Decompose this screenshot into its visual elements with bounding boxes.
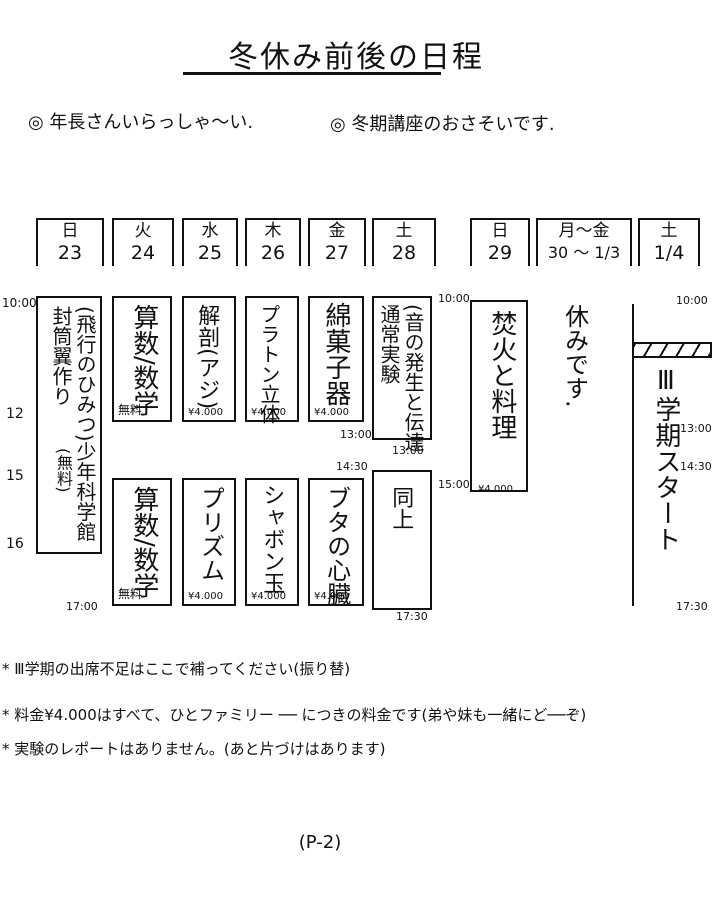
footnote: * 料金¥4.000はすべて、ひとファミリー ── につきの料金です(弟や妹も一… bbox=[2, 706, 587, 724]
event-title: 綿菓子器 bbox=[320, 302, 351, 406]
event-box-28-pm: 同上 bbox=[372, 470, 432, 610]
event-box-26-am: プラトン立体 ¥4.000 bbox=[245, 296, 299, 424]
event-title: (音の発生と伝達 bbox=[401, 304, 425, 452]
time-label: 17:00 bbox=[66, 600, 98, 613]
page-title: 冬休み前後の日程 bbox=[228, 40, 484, 75]
title-underline bbox=[183, 72, 441, 75]
time-label: 17:30 bbox=[396, 610, 428, 623]
event-title: 同上 bbox=[388, 486, 414, 530]
event-price: ¥4.000 bbox=[478, 484, 513, 495]
time-label: 17:30 bbox=[676, 600, 708, 613]
time-label: 14:30 bbox=[336, 460, 368, 473]
event-title: 焚火と料理 bbox=[486, 310, 517, 440]
event-box-23: (飛行のひみつ)少年科学館 封筒翼作り (無料) bbox=[36, 296, 102, 554]
event-price: ¥4.000 bbox=[188, 591, 223, 602]
event-title: ブタの心臓 bbox=[322, 486, 351, 606]
event-title: プラトン立体 bbox=[257, 304, 281, 424]
event-price: (無料) bbox=[54, 448, 73, 493]
time-label: 10:00 bbox=[2, 296, 37, 310]
event-box-25-pm: プリズム ¥4.000 bbox=[182, 478, 236, 606]
event-title: 算数/数学 bbox=[128, 486, 159, 599]
time-label: 16 bbox=[6, 536, 24, 552]
page-number: (P-2) bbox=[298, 832, 342, 853]
event-box-25-am: 解剖(アジ) ¥4.000 bbox=[182, 296, 236, 422]
note-left: ◎ 年長さんいらっしゃ〜い. bbox=[28, 112, 254, 133]
event-title: 解剖(アジ) bbox=[194, 304, 220, 410]
footnote: * Ⅲ学期の出席不足はここで補ってください(振り替) bbox=[2, 660, 351, 678]
event-price: ¥4.000 bbox=[251, 591, 286, 602]
event-title: (飛行のひみつ)少年科学館 bbox=[73, 306, 97, 542]
note-right: ◎ 冬期講座のおさそいです. bbox=[330, 114, 555, 135]
event-price: ¥4.000 bbox=[314, 407, 349, 418]
event-box-27-pm: ブタの心臓 ¥4.000 bbox=[308, 478, 364, 606]
time-label: 10:00 bbox=[676, 294, 708, 307]
time-label: 13:00 bbox=[340, 428, 372, 441]
event-title: シャボン玉 bbox=[259, 484, 285, 594]
event-box-29: 焚火と料理 bbox=[470, 300, 528, 492]
time-label: 10:00 bbox=[438, 292, 470, 305]
footnote: * 実験のレポートはありません。(あと片づけはあります) bbox=[2, 740, 386, 758]
event-title: Ⅲ学期スタート bbox=[650, 366, 681, 552]
event-subtitle: 通常実験 bbox=[377, 304, 401, 384]
event-box-1-4 bbox=[632, 304, 712, 606]
event-price: 無料 bbox=[118, 587, 143, 601]
event-box-24-pm: 算数/数学 無料 bbox=[112, 478, 172, 606]
time-label: 13:00 bbox=[680, 422, 712, 435]
event-box-28-am: (音の発生と伝達 通常実験 bbox=[372, 296, 432, 452]
event-price: ¥4.000 bbox=[314, 591, 349, 602]
event-price: 無料 bbox=[118, 403, 143, 417]
holiday-text: 休みです. bbox=[560, 304, 589, 408]
time-label: 15 bbox=[6, 468, 24, 484]
time-label: 14:30 bbox=[680, 460, 712, 473]
event-box-27-am: 綿菓子器 ¥4.000 bbox=[308, 296, 364, 422]
hatch-bar bbox=[632, 342, 712, 358]
event-box-26-pm: シャボン玉 ¥4.000 bbox=[245, 478, 299, 606]
event-subtitle: 封筒翼作り bbox=[49, 306, 73, 406]
event-price: ¥4.000 bbox=[251, 407, 286, 418]
time-label: 13:00 bbox=[392, 444, 424, 457]
time-label: 15:00 bbox=[438, 478, 470, 491]
event-box-24-am: 算数/数学 無料 bbox=[112, 296, 172, 422]
time-label: 12 bbox=[6, 406, 24, 422]
event-title: 算数/数学 bbox=[128, 304, 159, 417]
event-price: ¥4.000 bbox=[188, 407, 223, 418]
event-title: プリズム bbox=[196, 486, 225, 582]
